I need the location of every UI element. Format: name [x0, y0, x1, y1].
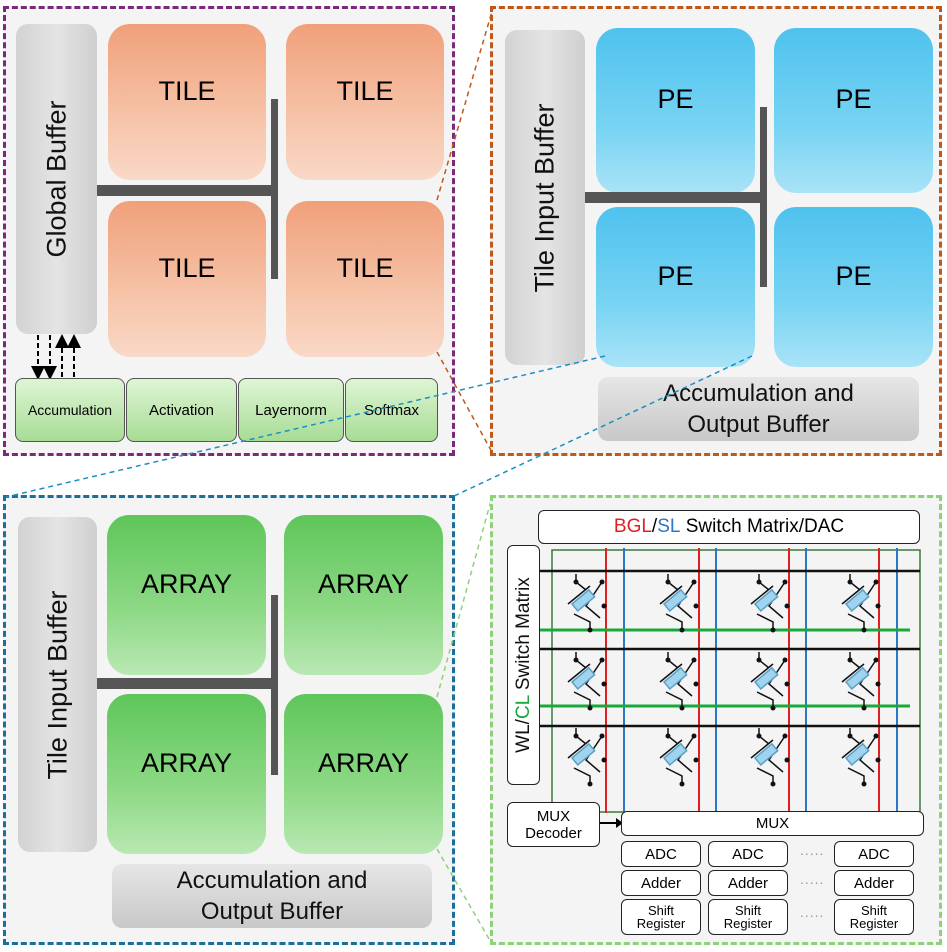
- mux: MUX: [621, 811, 924, 836]
- adder-1: Adder: [621, 870, 701, 896]
- tile-input-buffer: Tile Input Buffer: [505, 30, 585, 365]
- switch-matrix-dac-label: Switch Matrix/DAC: [680, 516, 845, 537]
- pe-1: PE: [596, 28, 755, 193]
- memory-cell: [841, 728, 881, 787]
- adc-3: ADC: [834, 841, 914, 867]
- tile-bus-horizontal: [585, 192, 765, 203]
- pe-4: PE: [774, 207, 933, 367]
- bgl-sl-switch-matrix: BGL/SL Switch Matrix/DAC: [538, 510, 920, 544]
- array-1: ARRAY: [107, 515, 266, 675]
- cl-lines: [540, 628, 910, 708]
- memory-cell: [841, 652, 881, 711]
- ellipsis-adc: .....: [800, 842, 825, 858]
- shift-register-line2: Register: [636, 916, 686, 931]
- global-buffer: Global Buffer: [16, 24, 97, 334]
- pe-input-buffer: Tile Input Buffer: [18, 517, 97, 852]
- memory-cell: [567, 574, 607, 633]
- tile-output-line2: Output Buffer: [687, 411, 830, 438]
- mux-decoder-line1: MUX: [536, 807, 571, 825]
- wl-switch-matrix-label: Switch Matrix: [512, 577, 534, 696]
- shift-register-line2: Register: [849, 916, 899, 931]
- sl-lines: [623, 548, 898, 813]
- adc-2: ADC: [708, 841, 788, 867]
- bgl-sl-slash: /: [651, 516, 658, 537]
- pe-bus-horizontal: [97, 678, 277, 689]
- func-layernorm: Layernorm: [238, 378, 344, 442]
- memory-cell: [750, 728, 790, 787]
- memory-cell: [659, 728, 699, 787]
- shift-register-line1: Shift: [647, 903, 674, 918]
- memory-cell: [841, 574, 881, 633]
- array-3: ARRAY: [107, 694, 266, 854]
- crossbar-array: [540, 548, 921, 813]
- memory-cell: [567, 728, 607, 787]
- wl-label: WL/: [512, 719, 534, 753]
- pe-bus-vertical: [271, 595, 278, 775]
- shift-register-line1: Shift: [734, 903, 761, 918]
- mux-decoder: MUX Decoder: [507, 802, 600, 847]
- chip-bus-horizontal: [97, 185, 275, 196]
- memory-cell: [659, 574, 699, 633]
- memory-cell: [750, 652, 790, 711]
- func-activation: Activation: [126, 378, 237, 442]
- sl-label: SL: [657, 516, 681, 537]
- bgl-label: BGL: [613, 516, 652, 537]
- cl-label: CL: [512, 695, 534, 720]
- wl-cl-label: WL/CL Switch Matrix: [513, 577, 535, 753]
- memory-cells: [567, 574, 881, 787]
- wl-lines: [540, 569, 920, 728]
- memory-cell: [567, 652, 607, 711]
- tile-3: TILE: [108, 201, 266, 357]
- shift-register-line1: Shift: [860, 903, 887, 918]
- tile-output-buffer: Accumulation and Output Buffer: [598, 377, 919, 441]
- tile-output-line1: Accumulation and: [663, 380, 854, 407]
- buffer-io-arrows: [31, 334, 81, 379]
- ellipsis-adder: .....: [800, 871, 825, 887]
- pe-output-buffer: Accumulation and Output Buffer: [112, 864, 432, 928]
- memory-cell: [750, 574, 790, 633]
- adc-1: ADC: [621, 841, 701, 867]
- chip-bus-vertical: [271, 99, 278, 279]
- array-2: ARRAY: [284, 515, 443, 675]
- adder-2: Adder: [708, 870, 788, 896]
- func-softmax: Softmax: [345, 378, 438, 442]
- mux-decoder-line2: Decoder: [525, 824, 582, 842]
- tile-2: TILE: [286, 24, 444, 180]
- tile-1: TILE: [108, 24, 266, 180]
- adder-3: Adder: [834, 870, 914, 896]
- func-accumulation: Accumulation: [15, 378, 125, 442]
- pe-output-line1: Accumulation and: [176, 867, 368, 894]
- bgl-lines: [605, 548, 880, 813]
- tile-bus-vertical: [760, 107, 767, 287]
- shift-register-line2: Register: [723, 916, 773, 931]
- tile-4: TILE: [286, 201, 444, 357]
- decoder-to-mux-arrow: [600, 818, 623, 828]
- memory-cell: [659, 652, 699, 711]
- wl-cl-switch-matrix: WL/CL Switch Matrix: [507, 545, 540, 785]
- ellipsis-shift: .....: [800, 904, 825, 920]
- pe-3: PE: [596, 207, 755, 367]
- array-4: ARRAY: [284, 694, 443, 854]
- pe-2: PE: [774, 28, 933, 193]
- pe-output-line2: Output Buffer: [200, 898, 344, 925]
